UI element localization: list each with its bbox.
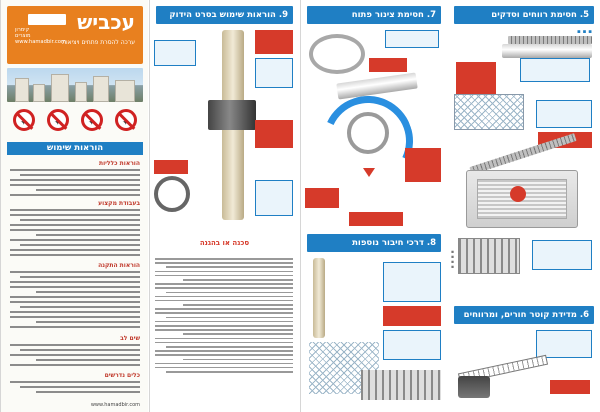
step-9-panel: 9. הוראות שימוש בסרט הידוק סכנה או בהגנה — [149, 0, 299, 412]
callout-red-4 — [550, 380, 590, 394]
callout-red-9 — [383, 306, 441, 326]
step-5-title: 5. חסימת רווחים וסדקים — [454, 6, 594, 24]
city-photo — [7, 68, 143, 102]
step-9-title: 9. הוראות שימוש בסרט הידוק — [156, 6, 293, 24]
company-logo — [28, 14, 67, 25]
company-sub: מוצרים — [15, 33, 31, 39]
steps-5-6-panel: 5. חסימת רווחים וסדקים ▪ ▪ ▪ ▪▪▪▪ 6. מדי… — [448, 0, 600, 412]
tie-strap-illustration — [154, 176, 190, 212]
section-body-installation — [10, 271, 140, 331]
note-box-9 — [154, 40, 196, 66]
vertical-small-text: ▪▪▪▪ — [450, 250, 455, 270]
gutter-illustration — [502, 44, 592, 58]
step-7-title: 7. חסימת צינור פתוח — [307, 6, 441, 24]
brand-panel: עכביש ערכה להסרת פתחים ויציאות קימרון מו… — [0, 0, 148, 412]
note-box-6 — [383, 262, 441, 302]
note-box-7 — [383, 330, 441, 360]
callout-red-8 — [349, 212, 403, 226]
callout-red-1 — [456, 62, 496, 94]
callout-red-10 — [255, 30, 293, 54]
no-birds-icons: ✦ ✦ ✦ ✦ — [7, 105, 143, 135]
spiral-illustration — [347, 112, 389, 154]
brand-name: עכביש — [77, 10, 135, 34]
section-heading-tools: כלים נדרשים — [104, 372, 140, 379]
no-bird-icon: ✦ — [47, 109, 69, 131]
usage-title: הוראות שימוש — [7, 142, 143, 155]
railing-illustration — [458, 238, 520, 274]
section-body-professional — [10, 209, 140, 259]
mesh-illustration — [454, 94, 524, 130]
note-box-8 — [255, 58, 293, 88]
step-9-lower-title: סכנה או בהגנה — [156, 234, 293, 252]
callout-red-5 — [369, 58, 407, 72]
section-heading-professional: בעבודת מקצוע — [98, 200, 140, 207]
section-body-general — [10, 169, 140, 199]
callout-red-7 — [305, 188, 339, 208]
steps-7-8-panel: 7. חסימת צינור פתוח 8. דרכי חיבור נוספות — [300, 0, 447, 412]
callout-red-3 — [510, 186, 526, 202]
brand-logo: עכביש ערכה להסרת פתחים ויציאות קימרון מו… — [7, 6, 143, 64]
bracket-illustration — [208, 100, 256, 130]
note-box-5 — [385, 30, 439, 48]
company-url: www.hamadbir.com — [15, 39, 67, 45]
spike-strip-angled — [469, 133, 577, 175]
section-heading-note: שים לב — [120, 335, 140, 342]
section-heading-installation: הוראות התקנה — [98, 262, 140, 269]
footer-url: www.hamadbir.com — [90, 402, 140, 408]
callout-red-12 — [154, 160, 188, 174]
pipe-illustration — [336, 72, 418, 100]
fence-illustration — [361, 370, 441, 400]
callout-red-6 — [405, 148, 441, 182]
tape-measure-illustration — [458, 376, 490, 398]
company-name: קימרון — [15, 27, 30, 33]
arrow-down-icon — [363, 168, 375, 177]
note-box-3 — [532, 240, 592, 270]
company-info: קימרון מוצרים www.hamadbir.com — [15, 14, 67, 45]
wire-coil-illustration — [309, 34, 365, 74]
post-illustration — [313, 258, 325, 338]
note-box-1 — [520, 58, 590, 82]
callout-red-11 — [255, 120, 293, 148]
step-8-title: 8. דרכי חיבור נוספות — [307, 234, 441, 252]
no-bird-icon: ✦ — [13, 109, 35, 131]
step-5-subheading: ▪ ▪ ▪ — [576, 29, 592, 35]
brand-tagline: ערכה להסרת פתחים ויציאות — [62, 39, 135, 46]
note-box-10 — [255, 180, 293, 216]
no-bird-icon: ✦ — [115, 109, 137, 131]
section-body-note — [10, 344, 140, 369]
step-9-body-text — [155, 258, 293, 375]
note-box-2 — [536, 100, 592, 128]
section-heading-general: הוראות כלליות — [99, 160, 140, 167]
note-box-4 — [536, 330, 592, 358]
no-bird-icon: ✦ — [81, 109, 103, 131]
step-6-title: 6. מדידת קוטר חורים, ומרווחים — [454, 306, 594, 324]
spike-strip-illustration — [508, 36, 592, 44]
section-body-tools — [10, 381, 140, 396]
